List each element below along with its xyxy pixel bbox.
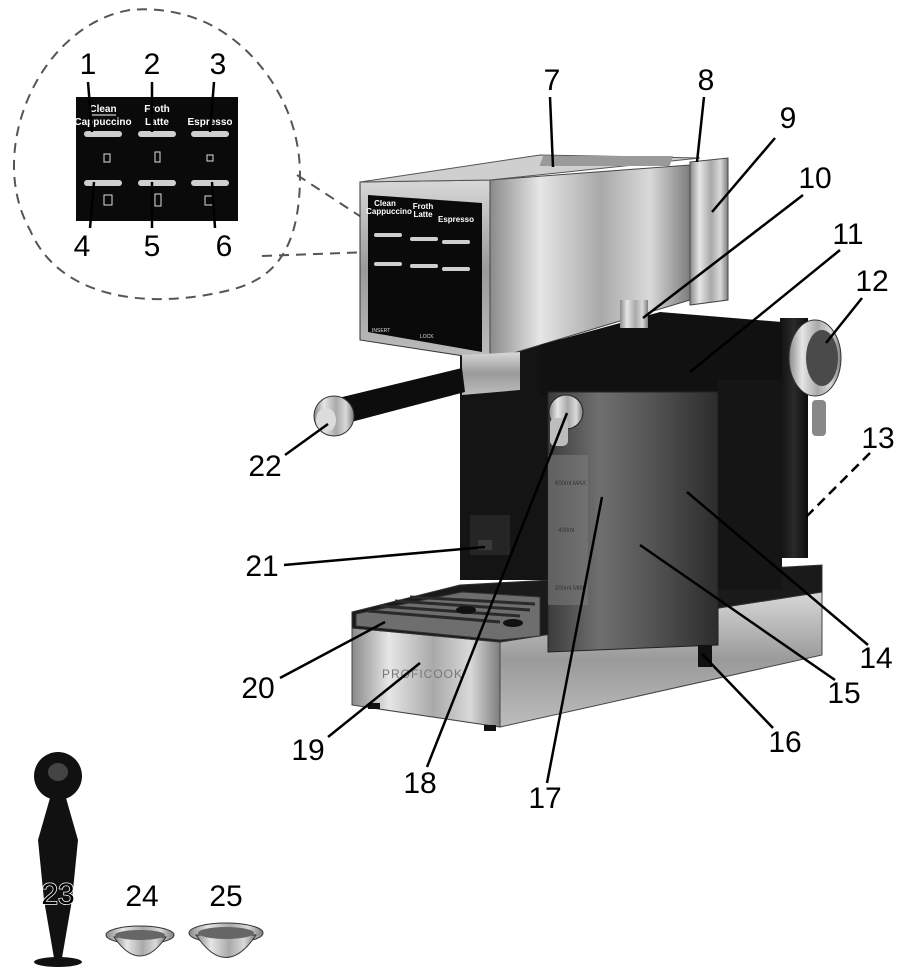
scale-min-label: 200ml MIN [555, 586, 584, 592]
scale-mid-label: 400ml [558, 528, 574, 534]
brand-logo: PROFICOOK [382, 667, 463, 681]
callout-6: 6 [216, 230, 233, 263]
callout-1: 1 [80, 48, 97, 81]
callout-25: 25 [209, 880, 242, 913]
zoom-froth-label: Froth [144, 104, 170, 115]
callout-15: 15 [827, 677, 860, 710]
callout-12: 12 [855, 265, 888, 298]
callout-22: 22 [248, 450, 281, 483]
zoom-clean-label: Clean [89, 104, 116, 115]
callout-numbers: 1 2 3 4 5 6 7 8 9 10 11 12 13 14 15 16 1… [41, 48, 895, 913]
filter-basket-small [105, 925, 175, 957]
callout-18: 18 [403, 767, 436, 800]
callout-13: 13 [861, 422, 894, 455]
callout-7: 7 [544, 64, 561, 97]
zoom-cappuccino-label: Cappuccino [74, 117, 131, 128]
callout-19: 19 [291, 734, 324, 767]
tamper [34, 752, 82, 967]
panel-lock-label: LOCK [420, 334, 434, 340]
callout-3: 3 [210, 48, 227, 81]
callout-2: 2 [144, 48, 161, 81]
espresso-machine: PROFICOOK Clean Cappuccino Froth Latte E… [313, 154, 842, 731]
callout-10: 10 [798, 162, 831, 195]
callout-5: 5 [144, 230, 161, 263]
filter-basket-large [188, 922, 264, 958]
callout-24: 24 [125, 880, 158, 913]
panel-latte-label: Latte [413, 210, 433, 219]
zoom-latte-label: Latte [145, 117, 169, 128]
callout-23: 23 [41, 878, 74, 911]
callout-4: 4 [74, 230, 91, 263]
callout-9: 9 [780, 102, 797, 135]
panel-froth-label: Froth [413, 202, 434, 211]
panel-espresso-label: Espresso [438, 215, 474, 224]
callout-20: 20 [241, 672, 274, 705]
panel-cappuccino-label: Cappuccino [366, 207, 412, 216]
callout-16: 16 [768, 726, 801, 759]
callout-8: 8 [698, 64, 715, 97]
panel-insert-label: INSERT [372, 328, 390, 334]
callout-17: 17 [528, 782, 561, 815]
leader-lines [86, 81, 871, 784]
scale-max-label: 600ml MAX [555, 481, 586, 487]
callout-21: 21 [245, 550, 278, 583]
panel-clean-label: Clean [374, 199, 396, 208]
callout-11: 11 [832, 218, 863, 251]
callout-14: 14 [859, 642, 892, 675]
